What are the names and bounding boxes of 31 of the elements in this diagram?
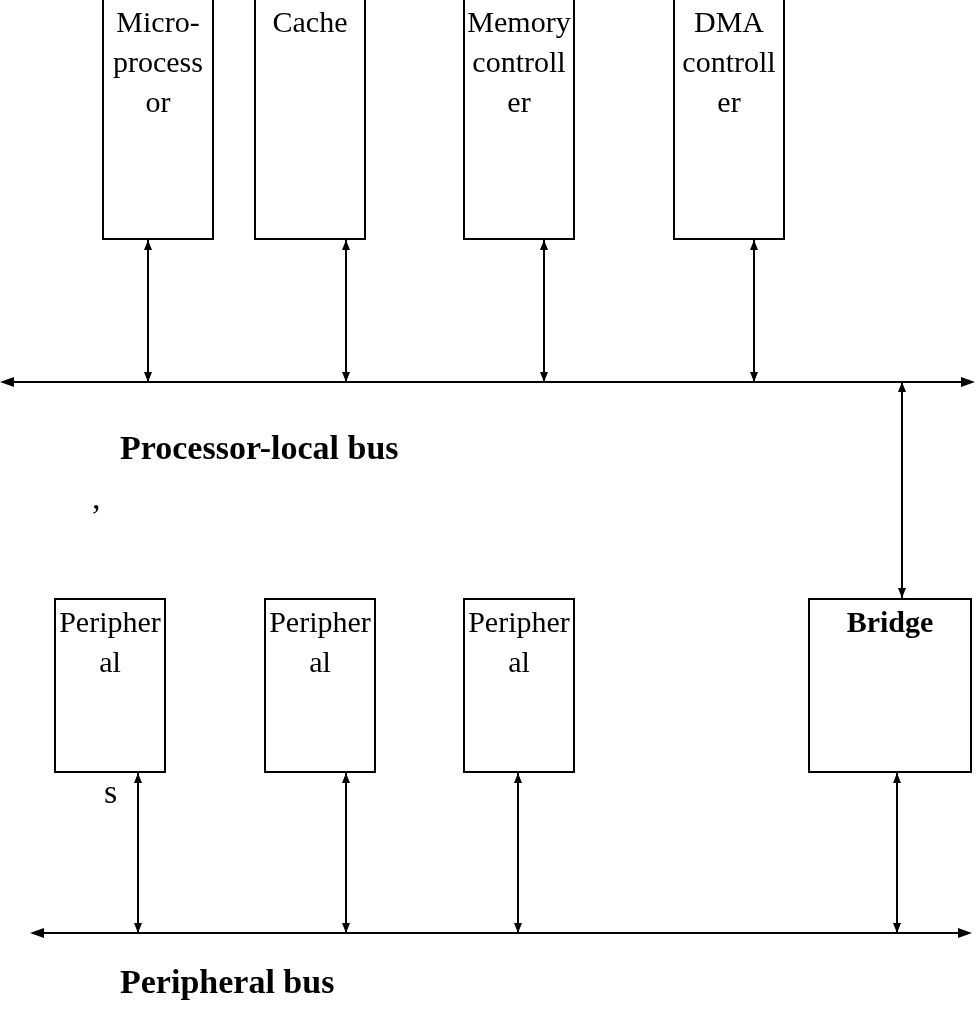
bus-line bbox=[30, 925, 972, 941]
component-box bbox=[54, 598, 166, 773]
text-fragment: s bbox=[104, 772, 118, 812]
component-box bbox=[254, 0, 366, 240]
text-fragment: , bbox=[92, 478, 101, 518]
component-box bbox=[102, 0, 214, 240]
double-arrow bbox=[898, 381, 906, 599]
component-label: Peripher al bbox=[58, 604, 162, 680]
component-box bbox=[673, 0, 785, 240]
component-box bbox=[463, 598, 575, 773]
double-arrow bbox=[514, 772, 522, 934]
double-arrow bbox=[144, 239, 152, 383]
component-label: Peripher al bbox=[268, 604, 372, 680]
component-box bbox=[808, 598, 972, 773]
double-arrow bbox=[342, 772, 350, 934]
component-label: Bridge bbox=[845, 604, 935, 640]
double-arrow bbox=[750, 239, 758, 383]
component-label: Cache bbox=[271, 4, 349, 40]
double-arrow bbox=[540, 239, 548, 383]
double-arrow bbox=[134, 772, 142, 934]
component-box bbox=[463, 0, 575, 240]
component-label: DMA controll er bbox=[681, 4, 777, 120]
component-label: Peripher al bbox=[467, 604, 571, 680]
bus-line bbox=[0, 374, 975, 390]
double-arrow bbox=[342, 239, 350, 383]
double-arrow bbox=[893, 772, 901, 934]
component-box bbox=[264, 598, 376, 773]
component-label: Memory controll er bbox=[466, 4, 572, 120]
bus-label: Processor-local bus bbox=[120, 428, 399, 468]
bus-label: Peripheral bus bbox=[120, 962, 335, 1002]
component-label: Micro- process or bbox=[112, 4, 204, 120]
